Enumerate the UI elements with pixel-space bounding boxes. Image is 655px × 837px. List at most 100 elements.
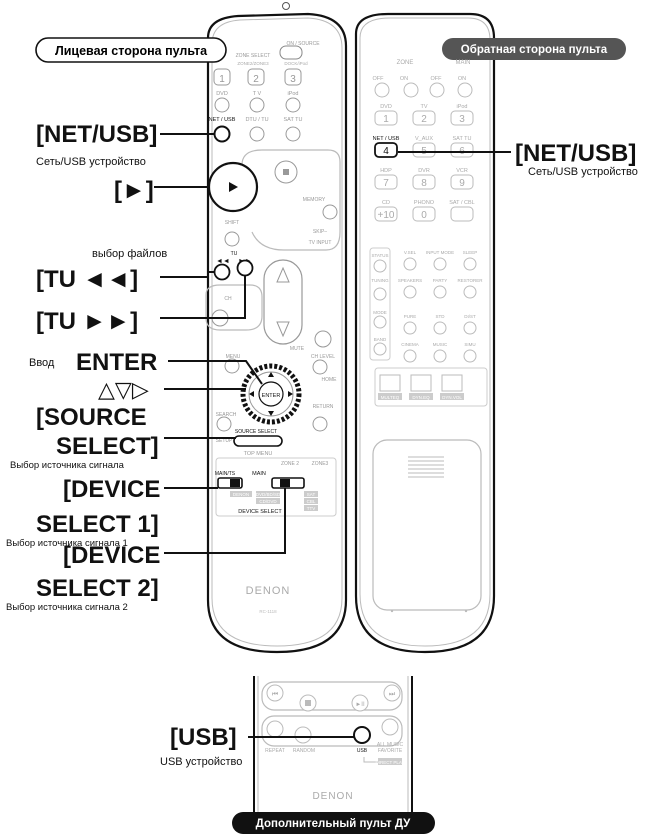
- source-select-button[interactable]: [234, 436, 282, 446]
- back-grid-label: PHONO: [414, 200, 435, 206]
- front-tu-next-button[interactable]: [238, 261, 253, 276]
- back-mode-button[interactable]: [434, 350, 446, 362]
- ch-level-label: CH LEVEL: [311, 354, 335, 360]
- back-main-on-button[interactable]: [458, 83, 472, 97]
- front-row3-label-sattu: SAT TU: [284, 117, 303, 123]
- footer-title: Дополнительный пульт ДУ: [256, 818, 412, 830]
- callout-usb-desc: USB устройство: [160, 756, 242, 768]
- front-sat-tu-button[interactable]: [286, 127, 300, 141]
- front-row3-label-dtutu: DTU / TU: [245, 117, 268, 123]
- front-net-usb-button[interactable]: [215, 127, 230, 142]
- back-grid-digit: 9: [459, 178, 465, 189]
- back-dyneq-button[interactable]: [411, 375, 431, 391]
- back-on-2: ON: [458, 76, 466, 82]
- back-grid-digit: 3: [459, 114, 465, 125]
- back-dynvol-button[interactable]: [442, 375, 462, 391]
- back-tuning-up-button[interactable]: [374, 260, 386, 272]
- front-ipod-button[interactable]: [286, 98, 300, 112]
- sub-random-button[interactable]: [295, 727, 311, 743]
- setup-button[interactable]: [217, 417, 231, 431]
- callout-usb: [USB]: [170, 724, 237, 751]
- back-mode-button[interactable]: [464, 286, 476, 298]
- front-tv-button[interactable]: [250, 98, 264, 112]
- return-label: RETURN: [313, 404, 334, 410]
- device-select-label: DEVICE SELECT: [238, 509, 282, 515]
- sub-usb-button[interactable]: [354, 727, 370, 743]
- back-off-2: OFF: [431, 76, 443, 82]
- source-select-label: SOURCE SELECT: [235, 429, 277, 435]
- return-button[interactable]: [313, 417, 327, 431]
- sub-stop-icon: [305, 700, 311, 706]
- callout-back-net-usb: [NET/USB]: [515, 140, 636, 167]
- back-side-status: STATUS: [371, 253, 388, 258]
- back-grid-label: HDP: [380, 168, 392, 174]
- back-tag-1-text: MULTEQ: [381, 395, 400, 400]
- back-grid-digit: +10: [378, 210, 395, 221]
- back-side-band: BAND: [374, 337, 387, 342]
- back-grid-digit: 4: [383, 146, 389, 157]
- back-grid-label: SAT TU: [453, 136, 472, 142]
- front-row2-label-tv: T V: [253, 91, 262, 97]
- back-multeq-button[interactable]: [380, 375, 400, 391]
- callout-play: [►]: [114, 177, 154, 204]
- back-main-off-button[interactable]: [430, 83, 444, 97]
- sub-label-random: RANDOM: [293, 748, 315, 754]
- back-off-1: OFF: [373, 76, 385, 82]
- memory-label: MEMORY: [303, 197, 326, 203]
- power-button[interactable]: [280, 46, 302, 59]
- back-mode-button[interactable]: [434, 322, 446, 334]
- back-tag-3-text: DYN.VOL: [442, 395, 462, 400]
- back-mode-label: SLEEP: [463, 250, 478, 255]
- back-grid-label: CD: [382, 200, 390, 206]
- leader-tu-prev: [160, 272, 214, 277]
- front-dvd-button[interactable]: [215, 98, 229, 112]
- front-row3-label-netusb: NET / USB: [209, 117, 236, 123]
- back-tuning-down-button[interactable]: [374, 288, 386, 300]
- back-mode-button[interactable]: [404, 322, 416, 334]
- back-grid-key[interactable]: [451, 207, 473, 221]
- memory-button[interactable]: [323, 205, 337, 219]
- back-mode-label: PARTY: [433, 278, 448, 283]
- back-grid-label: NET / USB: [373, 136, 400, 142]
- back-mode-button[interactable]: [404, 286, 416, 298]
- back-band-button[interactable]: [374, 343, 386, 355]
- shift-label: SHIFT: [225, 220, 239, 226]
- back-mode-button[interactable]: [374, 316, 386, 328]
- back-grid-label: iPod: [456, 104, 467, 110]
- back-mode-button[interactable]: [404, 258, 416, 270]
- front-row2-label-ipod: iPod: [287, 91, 298, 97]
- front-tu-prev-button[interactable]: [215, 265, 230, 280]
- back-screw-1: [391, 610, 393, 612]
- back-mode-button[interactable]: [464, 322, 476, 334]
- back-mode-button[interactable]: [434, 258, 446, 270]
- callouts: [NET/USB] Сеть/USB устройство [►] выбор …: [6, 121, 638, 768]
- back-mode-label: SIMU: [464, 342, 475, 347]
- mute-button[interactable]: [315, 331, 331, 347]
- back-mode-label: CINEMA: [401, 342, 419, 347]
- volume-rocker[interactable]: [264, 260, 302, 344]
- sub-repeat-button[interactable]: [267, 721, 283, 737]
- callout-back-net-usb-desc: Сеть/USB устройство: [528, 166, 638, 178]
- sw-tag-5-text: CBL: [307, 499, 316, 504]
- back-mode-button[interactable]: [404, 350, 416, 362]
- sub-favorite-button[interactable]: [382, 719, 398, 735]
- sw-tag-3-text: CD/DVD: [259, 499, 277, 504]
- enter-button-label: ENTER: [262, 393, 281, 399]
- back-mode-button[interactable]: [434, 286, 446, 298]
- sub-next-icon: ⏭: [389, 691, 396, 698]
- back-mode-button[interactable]: [464, 258, 476, 270]
- shift-button[interactable]: [225, 232, 239, 246]
- callout-enter: ENTER: [76, 349, 157, 376]
- back-grid-label: DVD: [380, 104, 392, 110]
- ch-level-button[interactable]: [313, 360, 327, 374]
- back-zone-off-button[interactable]: [375, 83, 389, 97]
- front-header: Лицевая сторона пульта: [55, 44, 208, 58]
- back-zone-on-button[interactable]: [404, 83, 418, 97]
- callout-device2-line1: [DEVICE: [63, 542, 160, 569]
- front-dtu-tu-button[interactable]: [250, 127, 264, 141]
- stop-icon: [283, 169, 289, 175]
- callout-arrows: △▽▷: [98, 377, 149, 402]
- row1-small-label-1: ZONE2/ZONE3: [237, 61, 269, 66]
- back-mode-button[interactable]: [464, 350, 476, 362]
